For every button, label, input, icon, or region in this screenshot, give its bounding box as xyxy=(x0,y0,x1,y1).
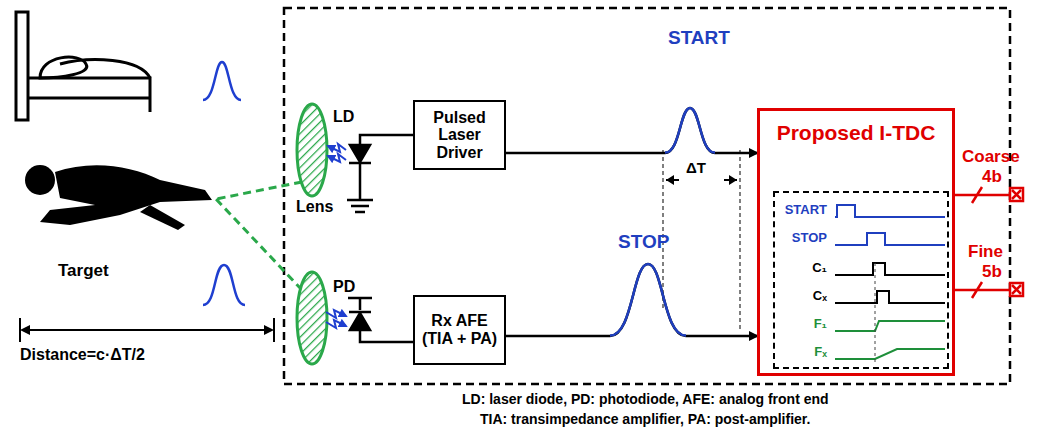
waveform-trace xyxy=(835,291,945,303)
process-box: Pulsed Laser Driver xyxy=(413,100,506,170)
edge-label: START xyxy=(668,28,730,49)
detection-arrows xyxy=(326,310,346,328)
distance-tick xyxy=(20,318,274,342)
signal-name: C₁ xyxy=(812,261,827,275)
output-bus xyxy=(955,187,1023,298)
block-title: Proposed I-TDC xyxy=(760,121,952,144)
light-pulse xyxy=(203,62,241,100)
tdc-block: Proposed I-TDC START STOP C₁ CₓF₁ Fₓ xyxy=(757,108,955,376)
footnote: LD: laser diode, PD: photodiode, AFE: an… xyxy=(462,392,829,407)
waveform-trace xyxy=(835,263,945,275)
waveforms xyxy=(775,193,951,371)
photodiode-symbol xyxy=(348,298,413,342)
waveform-trace xyxy=(835,321,945,331)
signal-name: STOP xyxy=(792,231,827,245)
emission-arrows xyxy=(328,144,346,162)
output-label: 5b xyxy=(982,263,1002,282)
housing xyxy=(284,8,1010,384)
edge-label: STOP xyxy=(618,232,669,253)
waveform-trace xyxy=(835,233,945,245)
footnote: TIA: transimpedance amplifier, PA: post-… xyxy=(480,412,810,427)
part-label: ΔT xyxy=(686,160,706,177)
distance-arrow xyxy=(22,329,272,331)
part-label: Distance=c·ΔT/2 xyxy=(20,346,145,364)
signal-connector xyxy=(506,108,757,153)
lens xyxy=(297,104,327,196)
part-label: LD xyxy=(333,108,354,126)
box-label: Pulsed Laser Driver xyxy=(419,109,500,162)
timing-arrowhead xyxy=(666,175,737,185)
timing-panel: START STOP C₁ CₓF₁ Fₓ xyxy=(773,191,949,369)
bed-icon xyxy=(16,12,150,120)
process-box: Rx AFE (TIA + PA) xyxy=(413,295,506,365)
light-path xyxy=(216,182,302,290)
output-label: 4b xyxy=(982,168,1002,187)
output-label: Fine xyxy=(968,243,1003,262)
signal-pulse xyxy=(610,264,686,336)
lens xyxy=(297,272,327,364)
signal-name: Cₓ xyxy=(813,289,827,303)
signal-name: START xyxy=(785,203,827,217)
waveform-trace xyxy=(835,205,945,217)
person-icon xyxy=(25,165,212,230)
light-pulse xyxy=(203,265,245,305)
box-label: Rx AFE (TIA + PA) xyxy=(419,312,500,347)
part-label: PD xyxy=(333,278,355,296)
signal-name: F₁ xyxy=(814,317,827,331)
timing-marker xyxy=(663,150,740,330)
signal-name: Fₓ xyxy=(814,345,827,359)
part-label: Lens xyxy=(296,198,333,216)
alignment-line xyxy=(875,263,876,363)
waveform-trace xyxy=(835,349,945,359)
timing-arrow xyxy=(666,179,737,181)
output-label: Coarse xyxy=(962,148,1020,167)
signal-connector xyxy=(506,264,757,336)
laser-diode-symbol xyxy=(347,135,413,212)
signal-pulse xyxy=(665,108,715,153)
part-label: Target xyxy=(58,262,109,281)
